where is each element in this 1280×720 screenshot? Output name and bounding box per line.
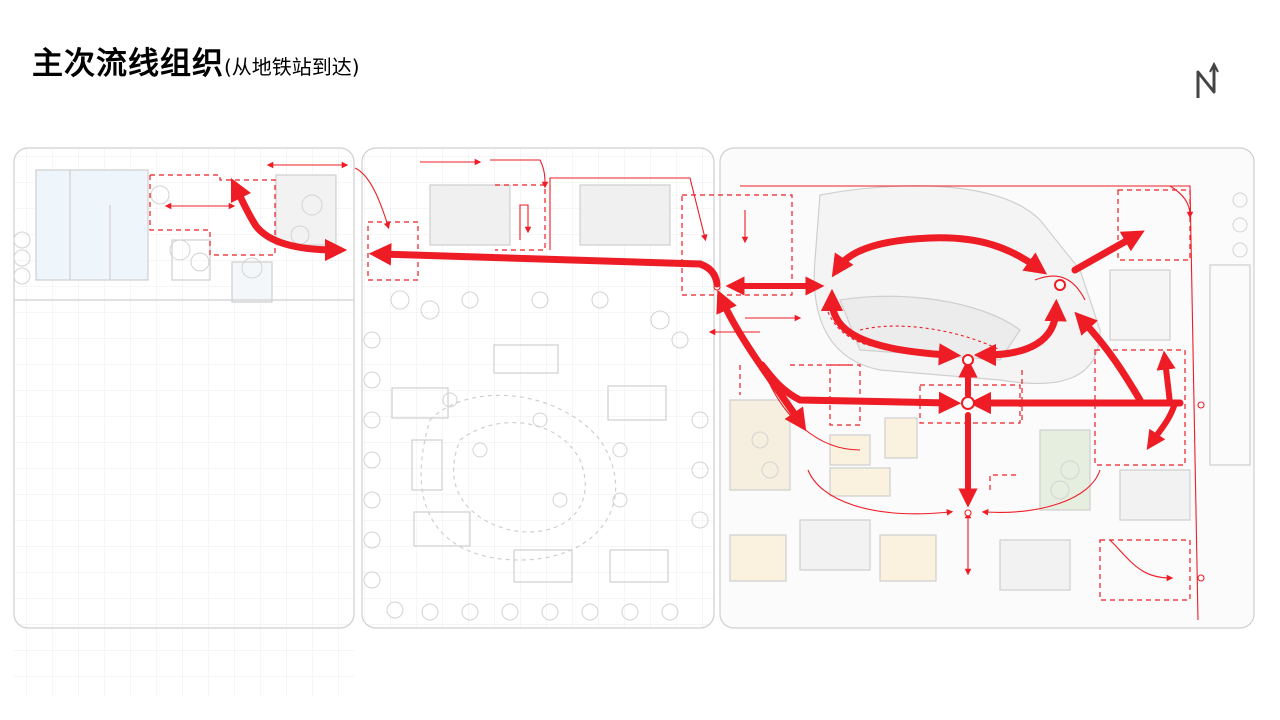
site-plan-diagram bbox=[0, 130, 1280, 720]
title-sub: (从地铁站到达) bbox=[224, 55, 360, 79]
slide-title: 主次流线组织(从地铁站到达) bbox=[32, 38, 360, 83]
base-map bbox=[14, 148, 1254, 696]
north-arrow-icon bbox=[1190, 62, 1226, 102]
title-main: 主次流线组织 bbox=[32, 46, 224, 82]
